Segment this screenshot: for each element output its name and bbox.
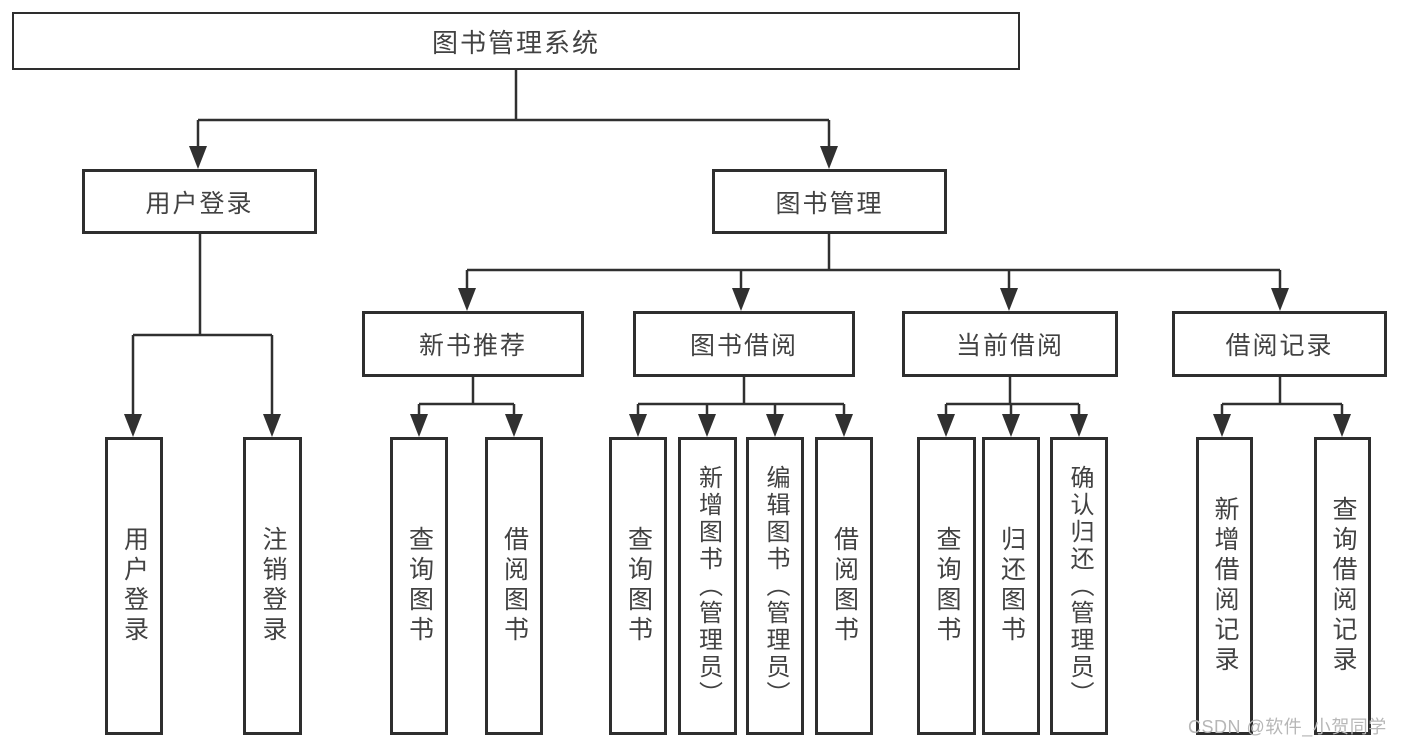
node-label: 图书借阅 (689, 332, 798, 360)
csdn-watermark: CSDN @软件_小贺同学 (1188, 717, 1387, 737)
leaf-query-borrow-record: 查询借阅记录 (1314, 437, 1371, 735)
node-borrowing-records: 借阅记录 (1172, 311, 1387, 377)
leaf-confirm-return-admin: 确认归还（管理员） (1050, 437, 1108, 735)
leaf-query-books: 查询图书 (390, 437, 448, 735)
node-user-login: 用户登录 (82, 169, 317, 234)
node-label: 编辑图书（管理员） (762, 464, 789, 708)
node-label: 注销登录 (259, 526, 287, 646)
node-label: 当前借阅 (955, 332, 1064, 360)
node-label: 用户登录 (145, 189, 254, 218)
leaf-borrow-books: 借阅图书 (485, 437, 543, 735)
node-library-management-system: 图书管理系统 (12, 12, 1020, 70)
arrowheads (124, 146, 1351, 437)
node-new-book-recommend: 新书推荐 (362, 311, 584, 377)
node-book-borrowing: 图书借阅 (633, 311, 855, 377)
node-label: 新增借阅记录 (1211, 496, 1239, 676)
node-label: 新增图书（管理员） (694, 464, 722, 708)
node-label: 确认归还（管理员） (1066, 464, 1093, 708)
node-label: 查询图书 (405, 526, 434, 646)
node-label: 借阅图书 (500, 526, 529, 646)
node-label: 图书管理 (775, 189, 884, 218)
node-label: 借阅记录 (1225, 332, 1334, 360)
leaf-logout: 注销登录 (243, 437, 302, 735)
leaf-edit-books-admin: 编辑图书（管理员） (746, 437, 804, 735)
leaf-user-login: 用户登录 (105, 437, 163, 735)
leaf-add-borrow-record: 新增借阅记录 (1196, 437, 1253, 735)
node-label: 归还图书 (997, 526, 1026, 646)
node-label: 查询借阅记录 (1329, 496, 1357, 676)
node-label: 借阅图书 (830, 526, 859, 646)
leaf-borrow-books: 借阅图书 (815, 437, 873, 735)
node-current-borrowing: 当前借阅 (902, 311, 1118, 377)
leaf-return-books: 归还图书 (982, 437, 1040, 735)
leaf-query-books: 查询图书 (917, 437, 976, 735)
leaf-add-books-admin: 新增图书（管理员） (678, 437, 737, 735)
node-label: 用户登录 (120, 526, 149, 646)
leaf-query-books: 查询图书 (609, 437, 667, 735)
node-book-management: 图书管理 (712, 169, 947, 234)
node-label: 查询图书 (933, 526, 961, 646)
node-label: 图书管理系统 (431, 27, 600, 58)
node-label: 新书推荐 (418, 332, 527, 360)
node-label: 查询图书 (624, 526, 653, 646)
